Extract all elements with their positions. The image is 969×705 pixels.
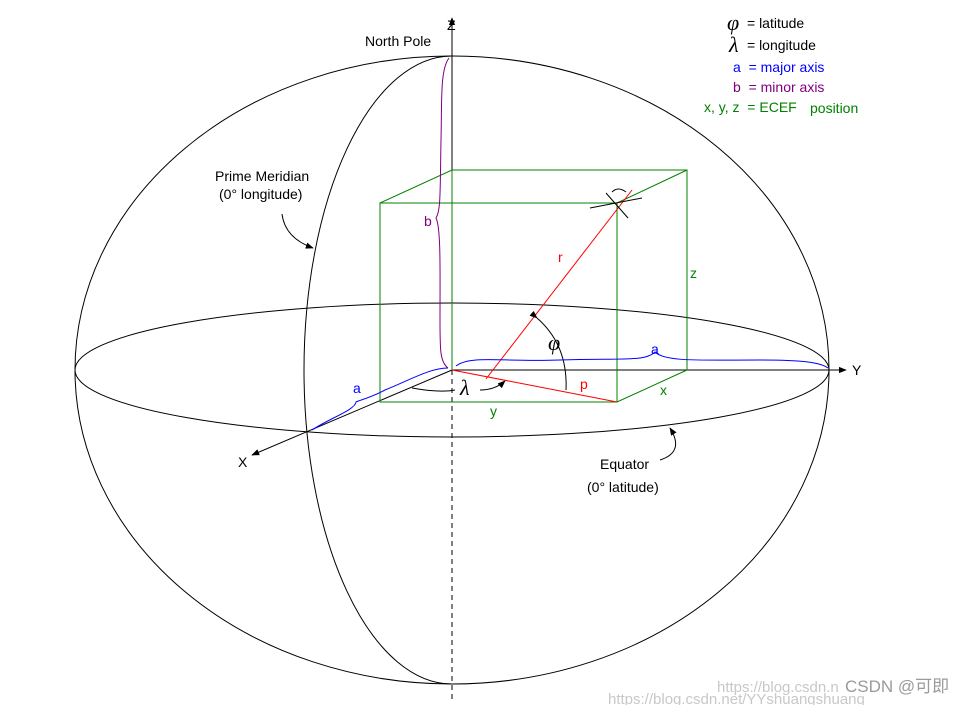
x-axis xyxy=(251,369,453,456)
legend-xyz-text2: position xyxy=(810,100,858,116)
z-axis-label: Z xyxy=(447,17,456,33)
legend-xyz-text: x, y, z = ECEF xyxy=(704,99,797,115)
prime-meridian-label: Prime Meridian xyxy=(215,168,309,184)
a-label-x: a xyxy=(353,380,361,396)
prime-meridian-sublabel: (0° longitude) xyxy=(219,186,302,202)
x-axis-label: X xyxy=(238,454,248,470)
legend-b-text: b = minor axis xyxy=(733,79,824,95)
equator-label: Equator xyxy=(600,456,649,472)
phi-arc xyxy=(529,310,567,391)
b-label: b xyxy=(424,213,432,229)
equator-sublabel: (0° latitude) xyxy=(587,479,659,495)
z-label: z xyxy=(690,265,697,281)
phi-label: φ xyxy=(548,330,560,355)
equator-leader xyxy=(659,427,677,461)
point-marker-right-angle xyxy=(605,188,629,219)
watermark-url-1: https://blog.csdn.net/YYshuangshuang xyxy=(608,691,865,705)
lambda-label: λ xyxy=(459,375,470,400)
p-vector xyxy=(451,369,618,403)
p-label: p xyxy=(580,376,588,392)
major-axis-brace-x xyxy=(311,367,449,431)
a-label-y: a xyxy=(651,341,659,357)
x-label: x xyxy=(660,382,667,398)
r-vector xyxy=(485,189,633,380)
prime-meridian-leader xyxy=(281,213,314,249)
r-label: r xyxy=(558,249,563,265)
y-label: y xyxy=(490,403,497,419)
watermark-csdn: CSDN @可即 xyxy=(845,677,949,696)
lambda-arc xyxy=(411,381,505,392)
legend-lambda-symbol: λ xyxy=(728,32,739,57)
minor-axis-brace xyxy=(435,57,450,369)
legend-a-text: a = major axis xyxy=(733,59,824,75)
legend-phi-text: = latitude xyxy=(747,15,804,31)
watermark-url-2: https://blog.csdn.n xyxy=(717,679,839,696)
prime-meridian-curve xyxy=(303,55,453,685)
legend-lambda-text: = longitude xyxy=(747,37,816,53)
legend-phi-symbol: φ xyxy=(727,10,739,35)
ecef-box xyxy=(379,169,688,403)
point-marker xyxy=(589,197,643,209)
legend: φ = latitude λ = longitude a = major axi… xyxy=(704,10,858,116)
north-pole-label: North Pole xyxy=(365,33,431,49)
y-axis-label: Y xyxy=(852,362,862,378)
major-axis-brace-y xyxy=(455,351,829,369)
